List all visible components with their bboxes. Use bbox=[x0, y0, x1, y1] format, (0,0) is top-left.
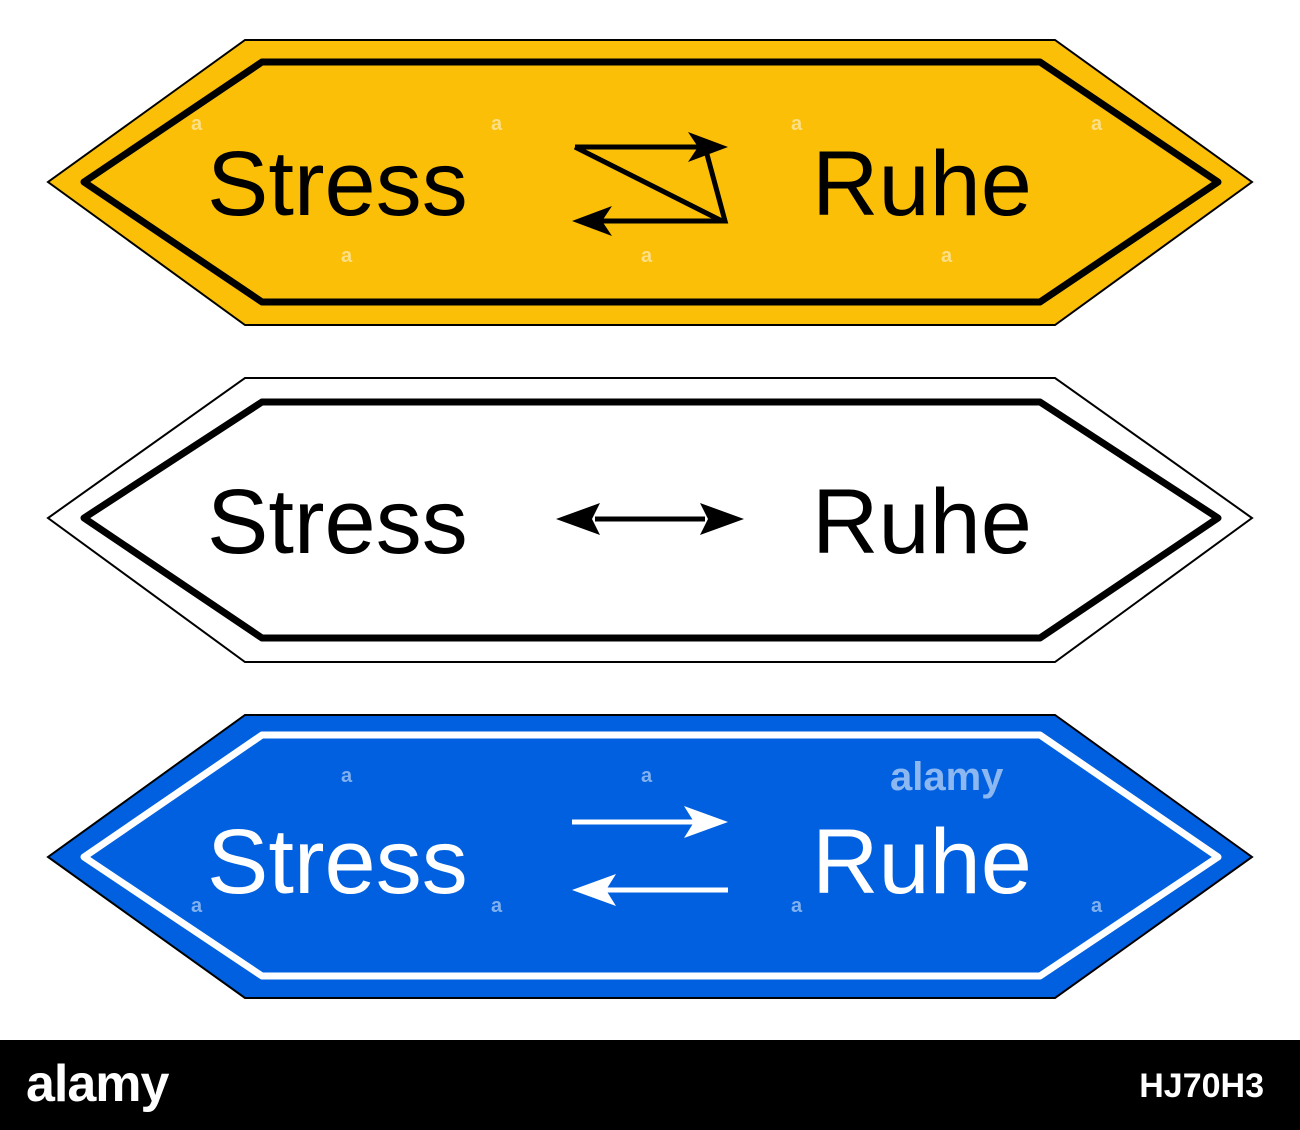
watermark-mark: a bbox=[341, 245, 353, 267]
zigzag-arrows-icon bbox=[572, 132, 729, 236]
watermark-mark: a bbox=[791, 113, 803, 135]
sign-yellow: Stress Ruhe bbox=[46, 39, 1254, 326]
sign-blue-border bbox=[80, 731, 1222, 980]
sign-yellow-border bbox=[80, 58, 1222, 306]
watermark-mark: a bbox=[491, 113, 503, 135]
sign-blue-left-label: Stress bbox=[207, 811, 468, 913]
watermark-mark: a bbox=[1091, 113, 1103, 135]
sign-blue-right-label: Ruhe bbox=[812, 811, 1032, 913]
footer-bar: alamy HJ70H3 bbox=[0, 1040, 1300, 1130]
image-id: HJ70H3 bbox=[1139, 1067, 1264, 1105]
opposite-arrows-icon bbox=[572, 806, 728, 906]
sign-blue-outer bbox=[46, 714, 1254, 999]
watermark-mark: a bbox=[791, 895, 803, 917]
sign-yellow-right-label: Ruhe bbox=[812, 133, 1032, 235]
watermark-marks: a a a a a a a a a a a a a bbox=[191, 113, 1103, 917]
sign-blue: Stress Ruhe alamy bbox=[46, 714, 1254, 999]
watermark-mark: a bbox=[191, 895, 203, 917]
watermark-mark: a bbox=[341, 765, 353, 787]
sign-white-border bbox=[80, 398, 1222, 642]
sign-white-right-label: Ruhe bbox=[812, 471, 1032, 573]
double-arrow-icon bbox=[556, 503, 744, 535]
watermark-mark: a bbox=[941, 245, 953, 267]
watermark-mark: a bbox=[641, 245, 653, 267]
sign-white-left-label: Stress bbox=[207, 471, 468, 573]
watermark-mark: a bbox=[491, 895, 503, 917]
sign-white: Stress Ruhe bbox=[46, 377, 1254, 663]
alamy-logo[interactable]: alamy bbox=[26, 1055, 169, 1113]
watermark-mark: a bbox=[641, 765, 653, 787]
watermark-mark: a bbox=[1091, 895, 1103, 917]
watermark-text: alamy bbox=[890, 755, 1004, 799]
watermark-mark: a bbox=[191, 113, 203, 135]
signs-canvas: Stress Ruhe Stress Ruhe Stress Ruhe bbox=[46, 39, 1254, 999]
sign-yellow-left-label: Stress bbox=[207, 133, 468, 235]
